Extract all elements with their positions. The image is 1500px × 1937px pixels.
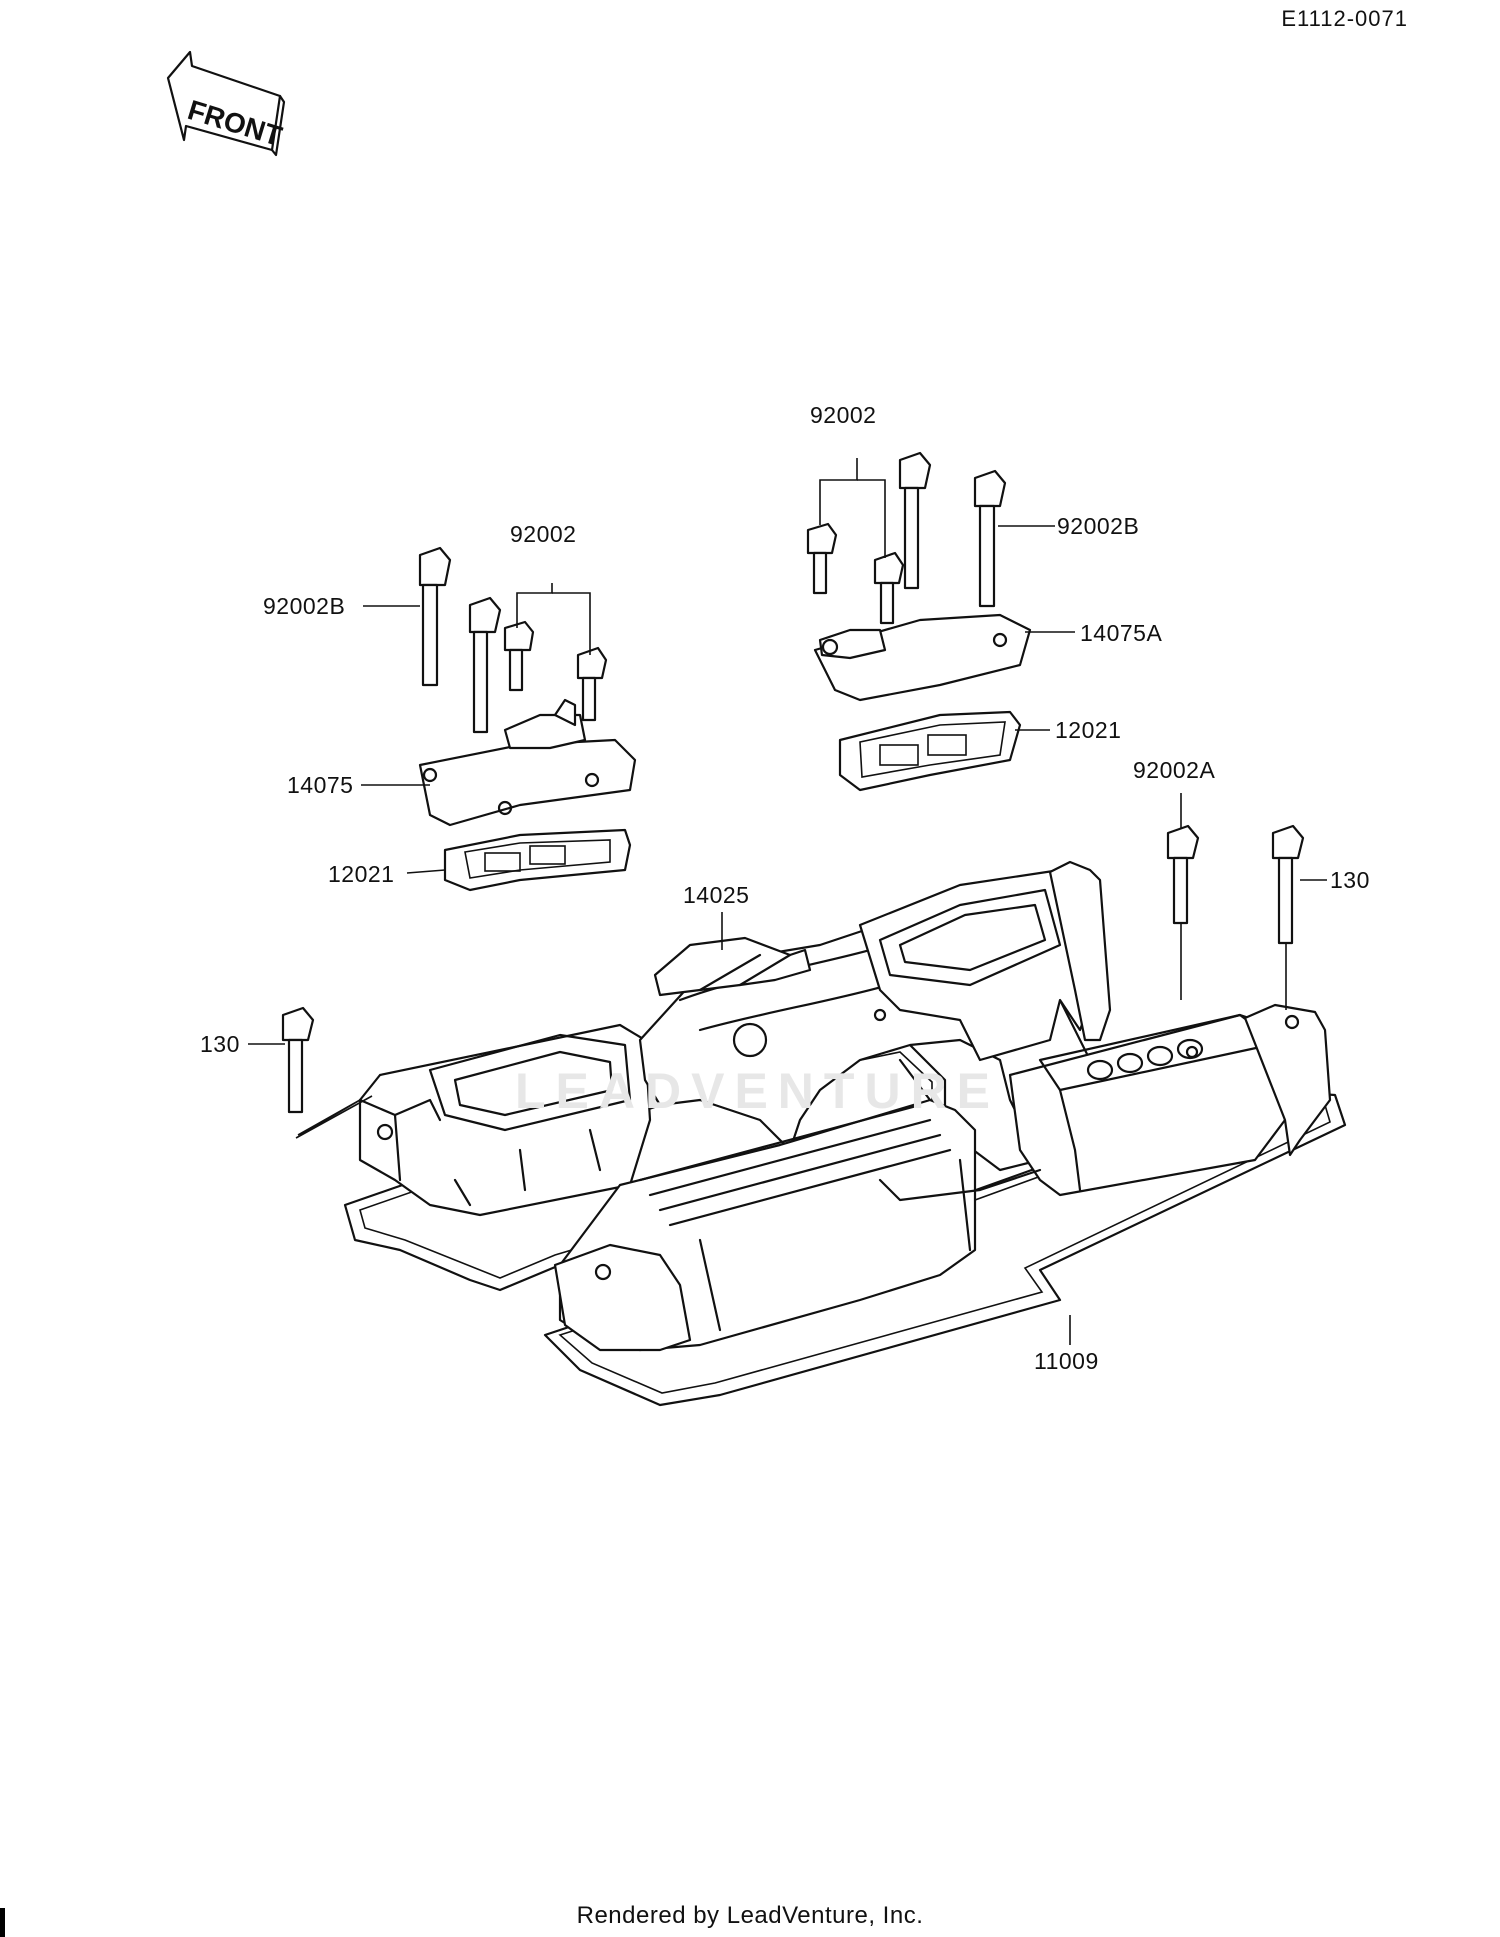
- leader-lines: [248, 458, 1327, 1345]
- left-cam-cover: [358, 1023, 652, 1217]
- callout-head-gasket: 11009: [1034, 1348, 1099, 1374]
- bolt-left-mid: [468, 596, 502, 734]
- callout-left-gasket: 12021: [328, 861, 395, 887]
- front-cam-cover: [553, 1098, 1042, 1352]
- right-upper-cam-box: [858, 860, 1112, 1062]
- bolt-130-right: [1271, 824, 1305, 945]
- diagram-code: E1112-0071: [1281, 6, 1408, 31]
- left-cap-gasket: [443, 828, 632, 892]
- callout-left-long-bolt: 92002B: [263, 593, 346, 619]
- callout-right-long-bolt: 92002B: [1057, 513, 1140, 539]
- edge-mark: [0, 1908, 5, 1937]
- front-arrow-icon: FRONT: [166, 50, 286, 157]
- callout-right-cover-bolt-a: 92002A: [1133, 757, 1216, 783]
- bolt-130-left: [281, 1006, 315, 1114]
- callout-breather: 14025: [683, 882, 750, 908]
- callout-right-cover-bolt: 130: [1330, 867, 1370, 893]
- bolt-left-long: [418, 546, 452, 687]
- right-cam-cover: [1008, 1003, 1332, 1197]
- callout-right-bolt-group: 92002: [810, 402, 877, 428]
- left-breather-cap: [418, 698, 637, 827]
- callout-right-cap: 14075A: [1080, 620, 1163, 646]
- right-breather-cap: [813, 613, 1032, 702]
- callout-left-cover-bolt: 130: [200, 1031, 240, 1057]
- watermark: LEADVENTURE: [515, 1063, 1001, 1119]
- callout-left-cap: 14075: [287, 772, 354, 798]
- bolt-left-short-1: [503, 620, 535, 692]
- bolt-92002A: [1166, 824, 1200, 925]
- bolt-right-short-2: [873, 551, 905, 625]
- bolt-left-short-2: [576, 646, 608, 722]
- footer-credit: Rendered by LeadVenture, Inc.: [576, 1902, 924, 1929]
- bolt-right-mid: [898, 451, 932, 590]
- right-cap-gasket: [838, 710, 1022, 792]
- bolt-right-long: [973, 469, 1007, 608]
- bolt-right-short-1: [806, 522, 838, 595]
- callout-left-bolt-group: 92002: [510, 521, 577, 547]
- callout-right-gasket: 12021: [1055, 717, 1122, 743]
